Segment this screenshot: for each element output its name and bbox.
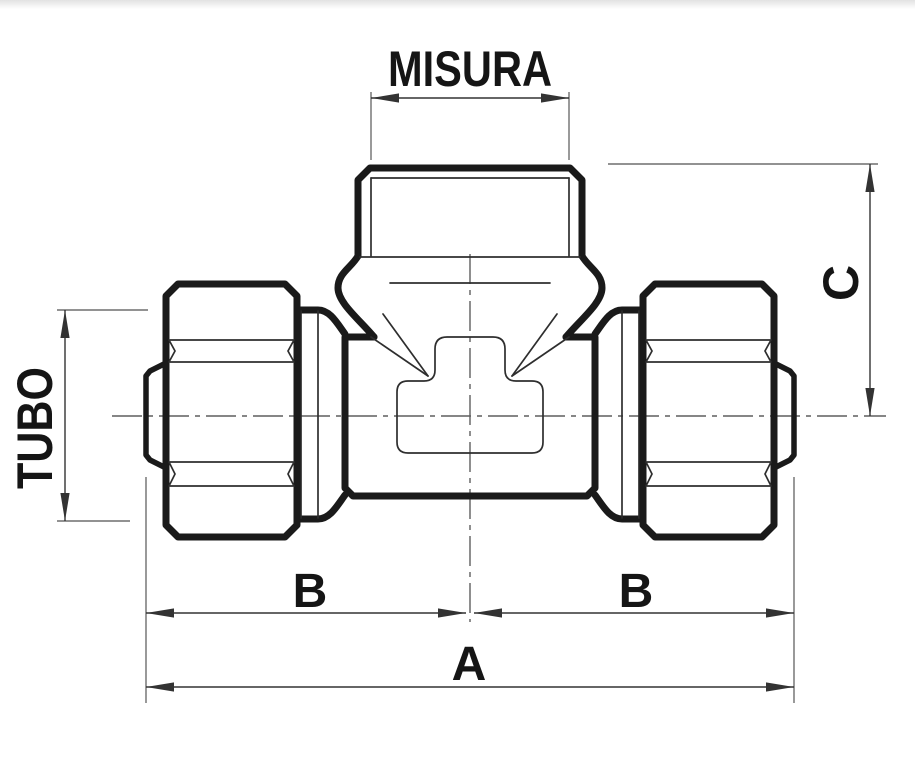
body-outline bbox=[341, 333, 599, 500]
branch-outline bbox=[354, 164, 586, 260]
left-nut-chevron-tl bbox=[168, 339, 176, 363]
taper-line-left-upper bbox=[382, 313, 429, 377]
b-right-arrow-right-icon bbox=[766, 608, 794, 618]
body bbox=[341, 313, 599, 500]
a-arrow-left-icon bbox=[146, 682, 174, 692]
right-nut-outline bbox=[639, 280, 778, 541]
c-arrow-up-icon bbox=[865, 164, 875, 192]
top-branch bbox=[334, 164, 606, 341]
right-neck-top bbox=[591, 306, 647, 338]
misura-arrow-left-icon bbox=[371, 93, 399, 103]
a-label: A bbox=[452, 638, 487, 691]
right-nut-chevron-br bbox=[764, 461, 772, 487]
dimension-a: A bbox=[146, 638, 794, 692]
b-right-label: B bbox=[619, 565, 654, 618]
taper-line-right-upper bbox=[511, 313, 558, 377]
dimension-c: C bbox=[608, 163, 878, 416]
tubo-arrow-up-icon bbox=[60, 310, 70, 338]
b-right-arrow-left-icon bbox=[474, 608, 502, 618]
dimensions: MISURA TUBO C B bbox=[7, 41, 878, 703]
left-compression-nut bbox=[143, 280, 301, 541]
right-neck-bottom bbox=[591, 491, 647, 523]
dimension-misura: MISURA bbox=[370, 41, 570, 160]
branch-flare-left bbox=[334, 252, 378, 341]
dimension-b: B B bbox=[145, 477, 795, 703]
right-nut-chevron-bl bbox=[645, 461, 653, 487]
right-nut-chevron-tr bbox=[764, 339, 772, 363]
dimension-tubo: TUBO bbox=[7, 309, 148, 522]
b-left-arrow-left-icon bbox=[146, 608, 174, 618]
left-nut-outline bbox=[162, 280, 301, 541]
left-nut-chevron-br bbox=[287, 461, 295, 487]
left-neck bbox=[293, 306, 349, 523]
left-nut-chevron-tr bbox=[287, 339, 295, 363]
taper-line-right-lower bbox=[511, 336, 570, 377]
tubo-label: TUBO bbox=[7, 367, 63, 489]
inner-bore-contour bbox=[396, 336, 544, 454]
left-neck-top bbox=[293, 306, 349, 338]
tee-fitting bbox=[143, 164, 797, 541]
right-tube-collar bbox=[773, 361, 797, 470]
centerlines bbox=[112, 254, 886, 622]
a-arrow-right-icon bbox=[766, 682, 794, 692]
b-left-arrow-right-icon bbox=[438, 608, 466, 618]
right-neck bbox=[591, 306, 647, 523]
c-arrow-down-icon bbox=[865, 388, 875, 416]
misura-arrow-right-icon bbox=[541, 93, 569, 103]
left-neck-bottom bbox=[293, 491, 349, 523]
b-left-label: B bbox=[293, 565, 328, 618]
branch-flare-right bbox=[562, 252, 606, 341]
left-tube-collar bbox=[143, 361, 167, 470]
misura-label: MISURA bbox=[388, 41, 552, 97]
right-compression-nut bbox=[639, 280, 797, 541]
left-nut-chevron-bl bbox=[168, 461, 176, 487]
taper-line-left-lower bbox=[370, 336, 429, 377]
right-nut-chevron-tl bbox=[645, 339, 653, 363]
c-label: C bbox=[813, 265, 869, 301]
tubo-arrow-down-icon bbox=[60, 493, 70, 521]
